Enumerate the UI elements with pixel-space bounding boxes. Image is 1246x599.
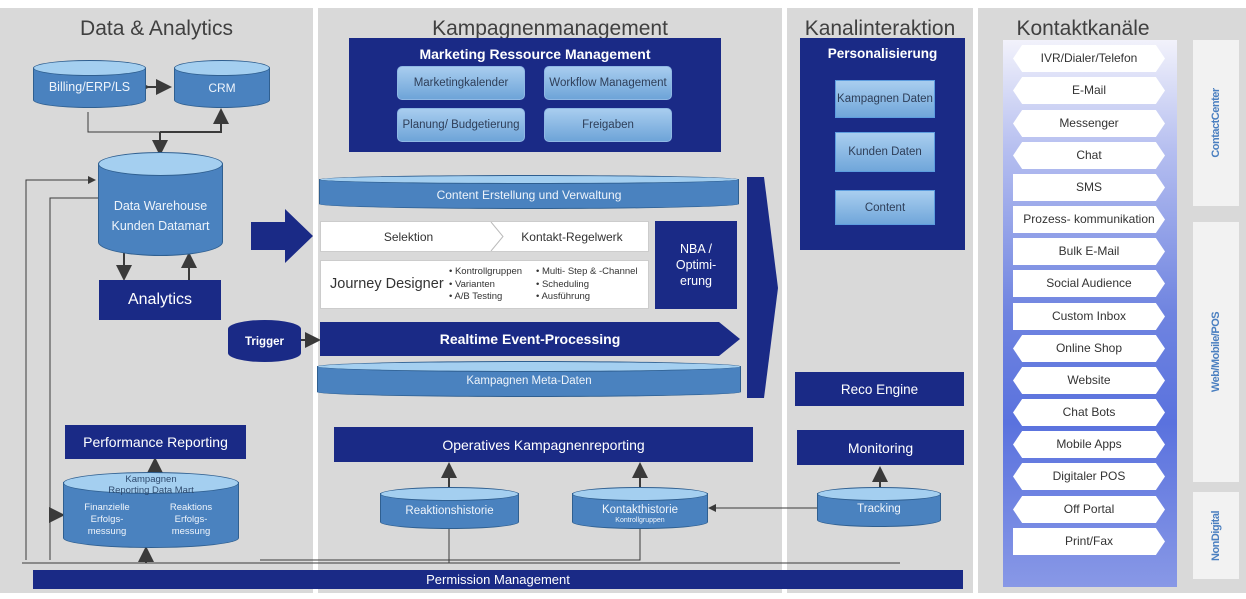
channel-item[interactable]: E-Mail xyxy=(1013,77,1165,104)
mrm-item-marketingkalender[interactable]: Marketingkalender xyxy=(397,66,525,100)
mart-label-line1: Kampagnen xyxy=(125,474,177,485)
mrm-item-planung[interactable]: Planung/ Budgetierung xyxy=(397,108,525,142)
channel-item[interactable]: Online Shop xyxy=(1013,335,1165,362)
channel-item[interactable]: Digitaler POS xyxy=(1013,463,1165,490)
performance-reporting-box: Performance Reporting xyxy=(65,425,246,459)
campaign-metadata-database: Kampagnen Meta-Daten xyxy=(317,361,741,397)
chevron-separator-icon xyxy=(490,222,504,251)
mrm-item-freigaben[interactable]: Freigaben xyxy=(544,108,672,142)
channel-item[interactable]: Custom Inbox xyxy=(1013,303,1165,330)
selektion-label: Selektion xyxy=(383,229,434,244)
channel-item[interactable]: Off Portal xyxy=(1013,496,1165,523)
journey-bullet: • Ausführung xyxy=(536,291,591,302)
channel-item[interactable]: Social Audience xyxy=(1013,270,1165,297)
channel-item[interactable]: Chat Bots xyxy=(1013,399,1165,426)
journey-bullet: • Varianten xyxy=(449,278,495,290)
group-label: Web/Mobile/POS xyxy=(1210,311,1222,393)
reaction-success-label: Reaktions Erfolgs-messung xyxy=(169,502,213,537)
channel-item[interactable]: Chat xyxy=(1013,142,1165,169)
journey-bullets-right: • Multi- Step & -Channel • Scheduling • … xyxy=(536,266,638,304)
operative-reporting-box: Operatives Kampagnenreporting xyxy=(334,427,753,462)
trigger-database: Trigger xyxy=(228,320,301,362)
reporting-data-mart-database: Kampagnen Reporting Data Mart Finanziell… xyxy=(63,472,239,548)
column-title: Kampagnenmanagement xyxy=(432,17,668,40)
realtime-event-processing-arrow: Realtime Event-Processing xyxy=(320,322,740,356)
contact-history-database: Kontakthistorie Kontrollgruppen xyxy=(572,487,708,529)
analytics-box: Analytics xyxy=(99,280,221,320)
column-title: Data & Analytics xyxy=(80,17,233,40)
group-label: NonDigital xyxy=(1210,510,1222,561)
data-warehouse-database: Data Warehouse Kunden Datamart xyxy=(98,152,223,256)
group-label: ContactCenter xyxy=(1210,88,1222,158)
group-nondigital: NonDigital xyxy=(1193,492,1239,579)
billing-erp-ls-database: Billing/ERP/LS xyxy=(33,60,146,110)
group-web-mobile-pos: Web/Mobile/POS xyxy=(1193,222,1239,482)
selektion-row: Selektion Kontakt-Regelwerk xyxy=(320,221,649,252)
crm-database: CRM xyxy=(174,60,270,110)
flow-chevron-right xyxy=(747,177,778,398)
channel-item[interactable]: Website xyxy=(1013,367,1165,394)
reaction-history-database: Reaktionshistorie xyxy=(380,487,519,529)
group-contactcenter: ContactCenter xyxy=(1193,40,1239,206)
flow-arrow-right xyxy=(251,209,313,263)
channel-item[interactable]: Print/Fax xyxy=(1013,528,1165,555)
mrm-title: Marketing Ressource Management xyxy=(419,46,651,62)
nba-optimization-box: NBA / Optimi-erung xyxy=(655,221,737,309)
personalization-title: Personalisierung xyxy=(827,46,938,61)
personalization-item-kunden-daten[interactable]: Kunden Daten xyxy=(835,132,935,172)
journey-designer-label: Journey Designer xyxy=(330,276,444,292)
channel-item[interactable]: Prozess- kommunikation xyxy=(1013,206,1165,233)
dwh-label-line1: Data Warehouse xyxy=(113,199,208,213)
channel-item[interactable]: Mobile Apps xyxy=(1013,431,1165,458)
channel-item[interactable]: SMS xyxy=(1013,174,1165,201)
journey-designer-panel: Journey Designer • Kontrollgruppen • Var… xyxy=(320,260,649,309)
mrm-item-workflow[interactable]: Workflow Management xyxy=(544,66,672,100)
journey-bullets-left: • Kontrollgruppen • Varianten • A/B Test… xyxy=(449,266,522,304)
tracking-database: Tracking xyxy=(817,487,941,527)
column-title: Kanalinteraktion xyxy=(804,17,956,40)
dwh-label-line2: Kunden Datamart xyxy=(111,219,210,233)
personalization-item-kampagnen-daten[interactable]: Kampagnen Daten xyxy=(835,80,935,118)
mart-label-line2: Reporting Data Mart xyxy=(108,485,194,496)
personalization-item-content[interactable]: Content xyxy=(835,190,935,225)
journey-bullet: • A/B Testing xyxy=(449,291,503,302)
kontakt-regelwerk-label: Kontakt-Regelwerk xyxy=(521,229,623,244)
reco-engine-box: Reco Engine xyxy=(795,372,964,406)
journey-bullet: • Kontrollgruppen xyxy=(449,266,523,277)
content-database: Content Erstellung und Verwaltung xyxy=(319,175,739,209)
financial-success-label: Finanzielle Erfolgs-messung xyxy=(84,502,130,537)
channel-item[interactable]: Bulk E-Mail xyxy=(1013,238,1165,265)
journey-bullet: • Scheduling xyxy=(536,278,589,290)
channel-item[interactable]: IVR/Dialer/Telefon xyxy=(1013,45,1165,72)
column-title: Kontaktkanäle xyxy=(1016,17,1150,40)
channel-item[interactable]: Messenger xyxy=(1013,110,1165,137)
monitoring-box: Monitoring xyxy=(797,430,964,465)
journey-bullet: • Multi- Step & -Channel xyxy=(536,266,638,277)
permission-management-bar: Permission Management xyxy=(33,570,963,589)
